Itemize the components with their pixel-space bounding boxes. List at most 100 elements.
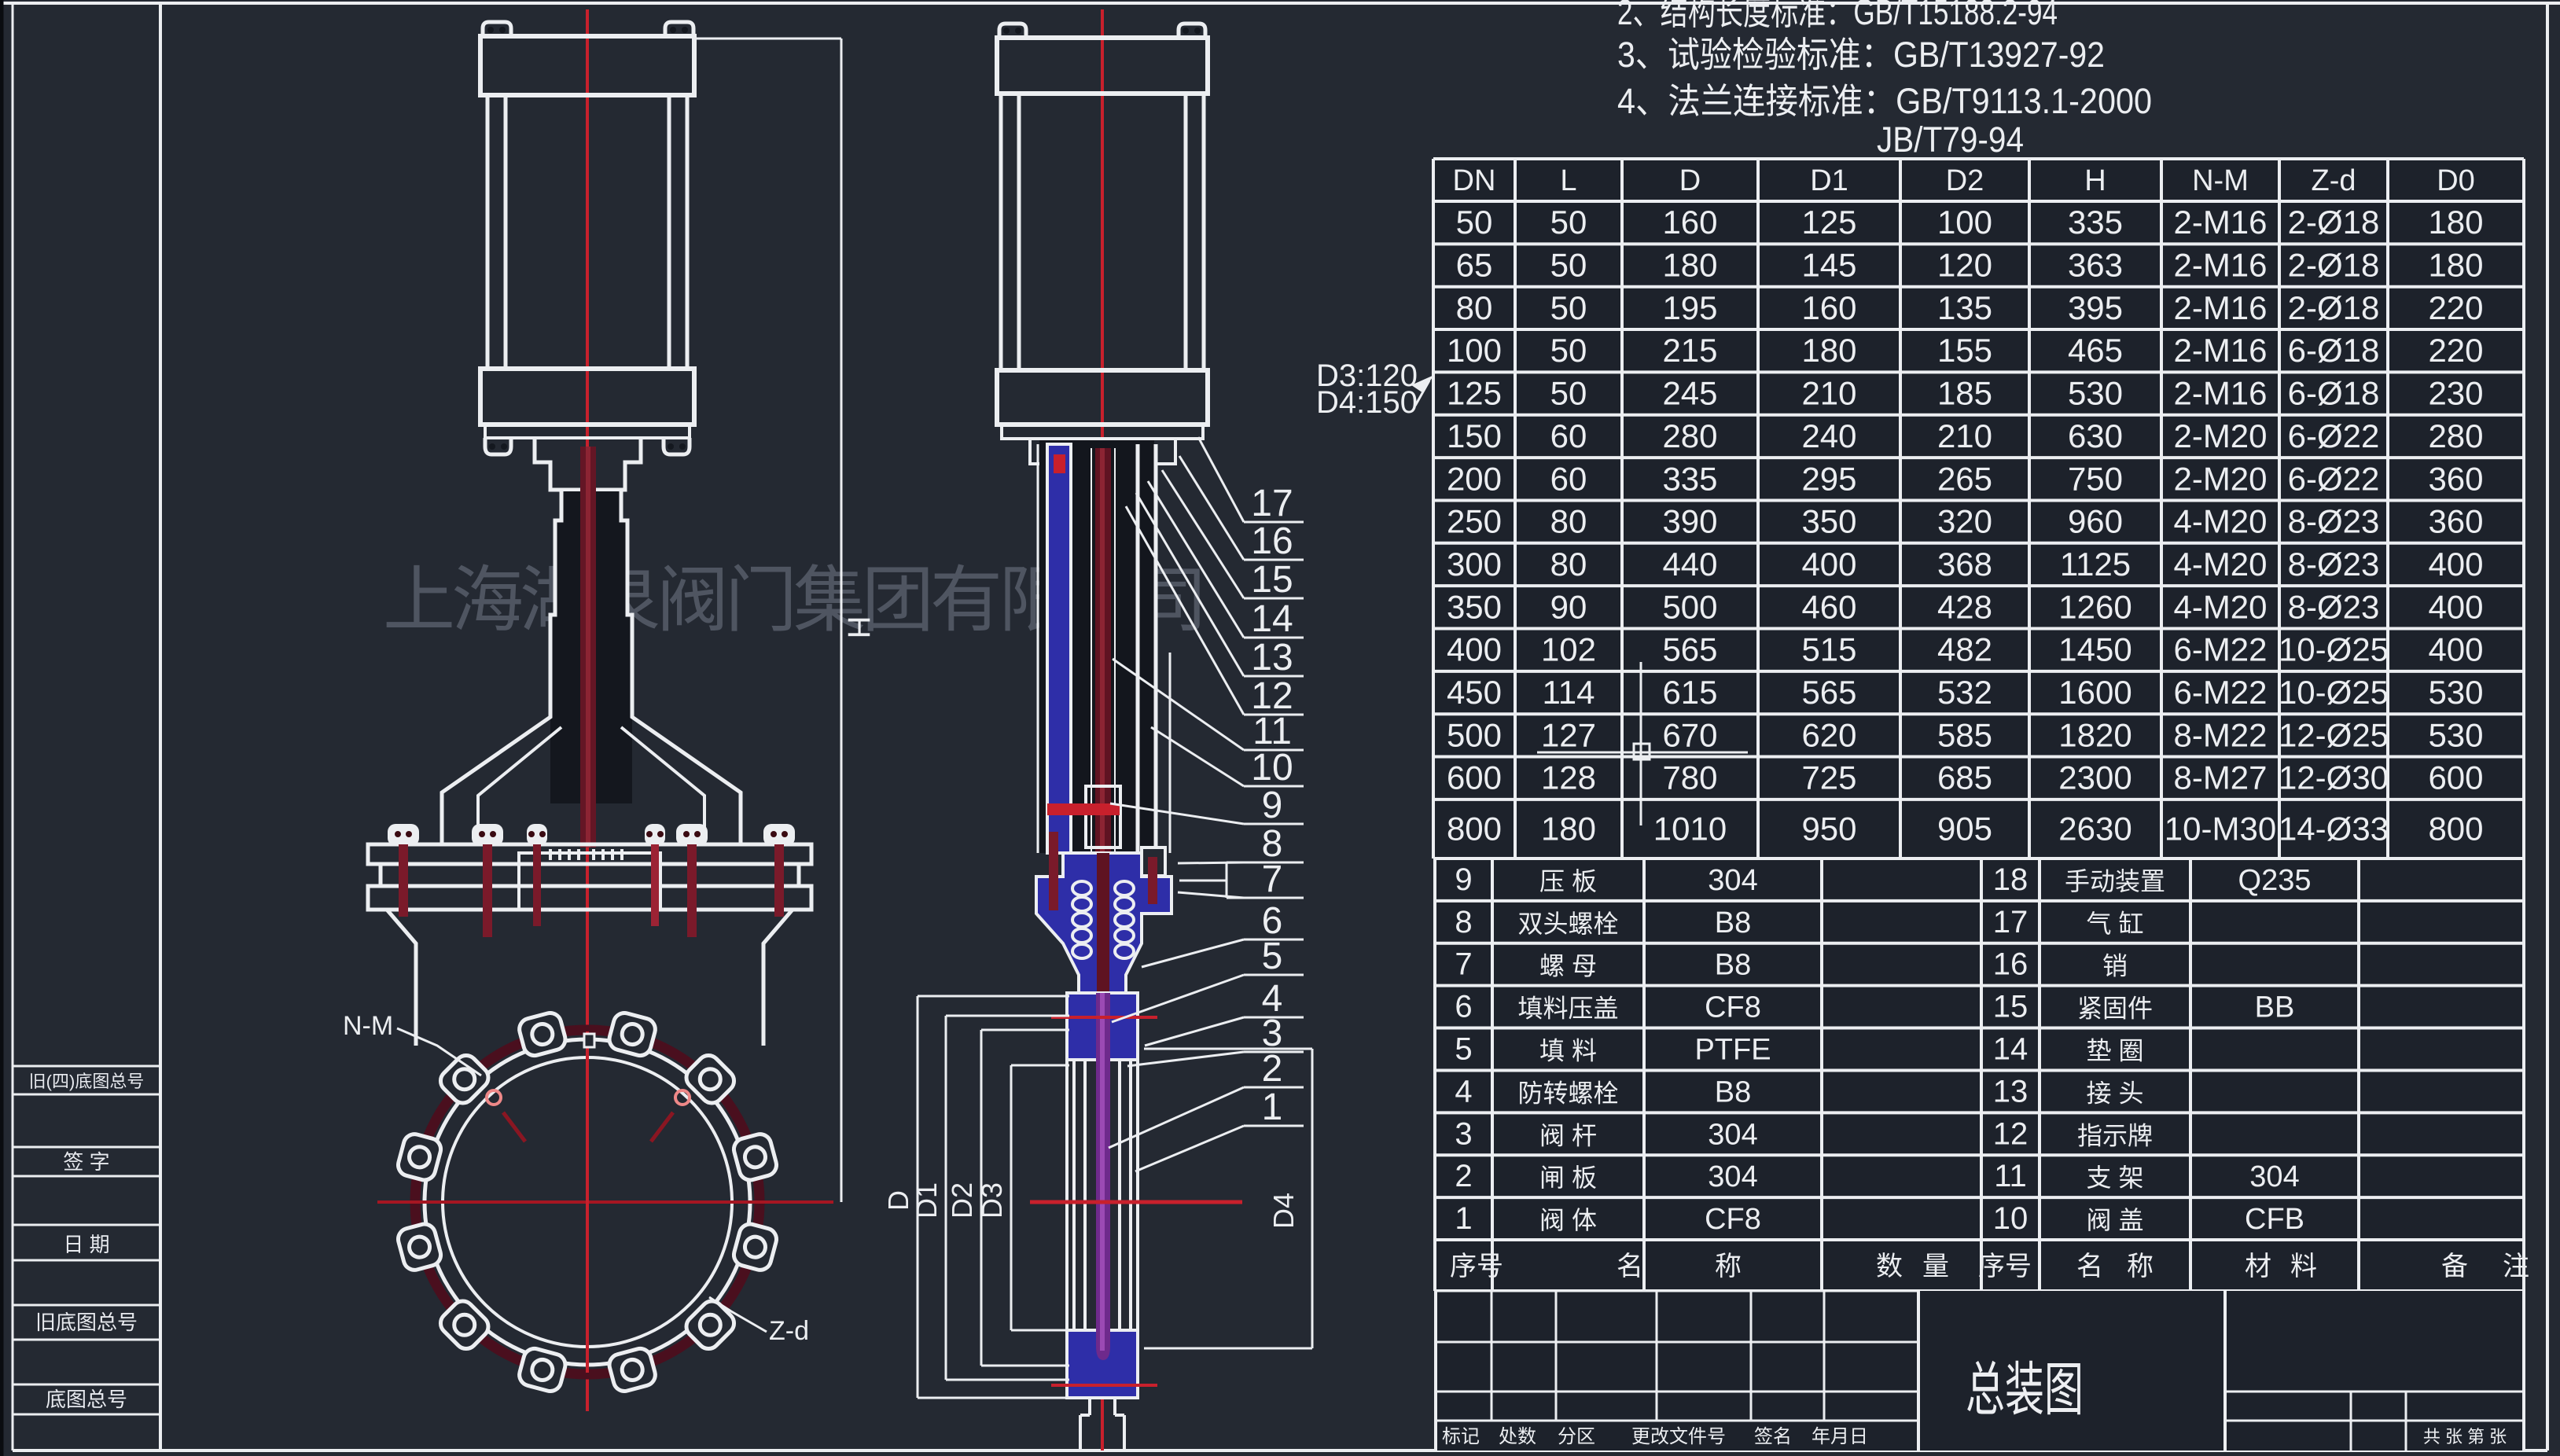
svg-text:名: 名	[1617, 1252, 1643, 1281]
svg-text:250: 250	[1447, 503, 1502, 540]
svg-text:底图总号: 底图总号	[46, 1388, 127, 1411]
svg-text:名: 名	[2076, 1252, 2103, 1281]
svg-text:565: 565	[1801, 674, 1856, 711]
svg-text:50: 50	[1550, 332, 1587, 369]
svg-text:标记: 标记	[1442, 1426, 1480, 1447]
svg-text:200: 200	[1447, 460, 1502, 497]
svg-text:阀 盖: 阀 盖	[2087, 1206, 2144, 1234]
svg-text:4-M20: 4-M20	[2173, 503, 2267, 540]
svg-text:H: H	[841, 616, 876, 639]
svg-text:125: 125	[1801, 204, 1856, 241]
svg-text:180: 180	[1801, 332, 1856, 369]
svg-text:180: 180	[2428, 204, 2483, 241]
svg-text:304: 304	[2249, 1160, 2299, 1193]
svg-text:旧(四)底图总号: 旧(四)底图总号	[29, 1072, 145, 1091]
svg-text:780: 780	[1662, 759, 1717, 796]
svg-text:800: 800	[1447, 810, 1502, 847]
svg-text:6-Ø18: 6-Ø18	[2288, 375, 2380, 412]
svg-text:11: 11	[1994, 1159, 2027, 1193]
svg-text:565: 565	[1662, 631, 1717, 668]
svg-text:2630: 2630	[2058, 810, 2131, 847]
svg-text:185: 185	[1937, 375, 1992, 412]
svg-text:12: 12	[1251, 675, 1293, 717]
svg-text:210: 210	[1937, 417, 1992, 454]
svg-text:360: 360	[2428, 503, 2483, 540]
svg-text:295: 295	[1801, 460, 1856, 497]
svg-text:L: L	[1560, 164, 1576, 197]
svg-text:530: 530	[2068, 375, 2123, 412]
svg-text:更改文件号: 更改文件号	[1631, 1426, 1726, 1447]
svg-text:8: 8	[1262, 823, 1283, 865]
svg-text:905: 905	[1937, 810, 1992, 847]
svg-text:16: 16	[1251, 520, 1293, 562]
svg-text:90: 90	[1550, 588, 1587, 625]
svg-text:530: 530	[2428, 674, 2483, 711]
svg-text:填料压盖: 填料压盖	[1517, 995, 1618, 1023]
svg-text:10-Ø25: 10-Ø25	[2279, 674, 2389, 711]
svg-text:600: 600	[2428, 759, 2483, 796]
svg-text:气 缸: 气 缸	[2087, 910, 2144, 938]
svg-text:220: 220	[2428, 332, 2483, 369]
svg-text:8-Ø23: 8-Ø23	[2288, 588, 2380, 625]
svg-text:304: 304	[1708, 1160, 1757, 1193]
svg-text:2-M20: 2-M20	[2173, 417, 2267, 454]
svg-text:4: 4	[1455, 1074, 1472, 1109]
svg-text:9: 9	[1262, 785, 1283, 826]
svg-text:D3:120: D3:120	[1316, 358, 1418, 393]
svg-text:8-Ø23: 8-Ø23	[2288, 546, 2380, 583]
svg-text:320: 320	[1937, 503, 1992, 540]
svg-text:14: 14	[1993, 1032, 2029, 1067]
svg-text:分区: 分区	[1558, 1426, 1595, 1447]
svg-text:180: 180	[2428, 247, 2483, 284]
svg-text:532: 532	[1937, 674, 1992, 711]
svg-text:240: 240	[1801, 417, 1856, 454]
svg-text:签名: 签名	[1754, 1426, 1792, 1447]
svg-text:2-M16: 2-M16	[2173, 332, 2267, 369]
svg-text:8: 8	[1455, 905, 1472, 939]
svg-text:称: 称	[2127, 1252, 2154, 1281]
svg-text:335: 335	[2068, 204, 2123, 241]
svg-text:10: 10	[1993, 1201, 2029, 1236]
svg-text:D2: D2	[1946, 164, 1984, 197]
svg-text:8-M22: 8-M22	[2173, 716, 2267, 753]
svg-text:销: 销	[2102, 952, 2128, 980]
svg-text:465: 465	[2068, 332, 2123, 369]
svg-text:日 期: 日 期	[63, 1233, 109, 1256]
svg-text:515: 515	[1801, 631, 1856, 668]
svg-text:180: 180	[1662, 247, 1717, 284]
svg-text:指示牌: 指示牌	[2077, 1121, 2153, 1149]
svg-text:1010: 1010	[1653, 810, 1727, 847]
svg-text:245: 245	[1662, 375, 1717, 412]
svg-text:300: 300	[1447, 546, 1502, 583]
svg-text:2: 2	[1262, 1048, 1283, 1090]
svg-text:4、法兰连接标准：GB/T9113.1-2000: 4、法兰连接标准：GB/T9113.1-2000	[1617, 81, 2152, 121]
svg-text:双头螺栓: 双头螺栓	[1517, 910, 1618, 938]
svg-text:B8: B8	[1715, 906, 1751, 939]
svg-text:350: 350	[1801, 503, 1856, 540]
svg-text:4-M20: 4-M20	[2173, 546, 2267, 583]
svg-text:16: 16	[1993, 947, 2029, 982]
svg-text:100: 100	[1447, 332, 1502, 369]
svg-text:PTFE: PTFE	[1694, 1034, 1771, 1067]
svg-text:15: 15	[1993, 990, 2029, 1024]
svg-text:280: 280	[1662, 417, 1717, 454]
svg-text:2300: 2300	[2058, 759, 2131, 796]
svg-text:102: 102	[1541, 631, 1596, 668]
svg-text:17: 17	[1251, 483, 1293, 524]
svg-text:220: 220	[2428, 289, 2483, 326]
svg-text:725: 725	[1801, 759, 1856, 796]
svg-text:填 料: 填 料	[1539, 1037, 1597, 1065]
svg-text:B8: B8	[1715, 1075, 1751, 1109]
svg-text:BB: BB	[2255, 991, 2295, 1024]
svg-text:750: 750	[2068, 460, 2123, 497]
svg-text:500: 500	[1447, 716, 1502, 753]
svg-text:CFB: CFB	[2245, 1203, 2304, 1236]
svg-text:145: 145	[1801, 247, 1856, 284]
svg-text:序号: 序号	[1978, 1252, 2032, 1281]
svg-text:5: 5	[1455, 1032, 1472, 1067]
svg-text:6-Ø22: 6-Ø22	[2288, 417, 2380, 454]
svg-text:年月日: 年月日	[1811, 1426, 1868, 1447]
svg-text:280: 280	[2428, 417, 2483, 454]
svg-text:Q235: Q235	[2238, 864, 2312, 897]
svg-text:135: 135	[1937, 289, 1992, 326]
